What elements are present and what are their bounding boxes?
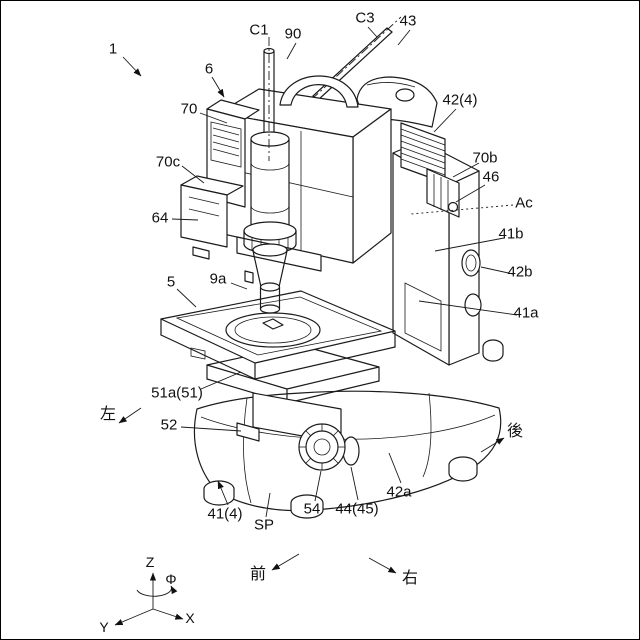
leader-64 xyxy=(171,218,199,221)
ref-label-C1: C1 xyxy=(249,21,269,39)
coordinate-axes xyxy=(114,572,184,626)
ref-label-90: 90 xyxy=(284,25,302,43)
arrow-left xyxy=(118,407,142,424)
ref-label-44-45: 44(45) xyxy=(335,500,379,518)
leader-41b xyxy=(434,237,505,252)
leader-Ac xyxy=(410,204,514,215)
module-70c-64 xyxy=(180,175,244,260)
carry-handle xyxy=(279,75,359,108)
leader-54 xyxy=(314,470,322,502)
ref-label-46: 46 xyxy=(482,168,500,186)
axis-label-x: X xyxy=(185,610,195,626)
leader-70c xyxy=(181,165,205,184)
leader-52 xyxy=(180,426,242,432)
leader-41-4 xyxy=(217,480,229,506)
ref-label-42-4: 42(4) xyxy=(442,91,478,109)
rollers-42b xyxy=(461,249,482,317)
leader-9a xyxy=(230,282,248,290)
axis-label-z: Z xyxy=(145,554,155,570)
ref-label-70: 70 xyxy=(180,100,198,118)
axis-y-arrow xyxy=(114,608,154,626)
ref-label-1: 1 xyxy=(108,40,118,58)
direction-label-front: 前 xyxy=(249,566,267,583)
leader-lines xyxy=(122,26,518,518)
ref-label-70c: 70c xyxy=(155,153,181,171)
ref-label-43: 43 xyxy=(399,12,417,30)
ref-label-6: 6 xyxy=(204,60,214,78)
arrow-rear xyxy=(480,437,505,453)
ref-label-Ac: Ac xyxy=(515,194,533,212)
clamp-9a xyxy=(244,270,254,284)
ref-label-41b: 41b xyxy=(498,225,524,243)
axis-label-phi: Φ xyxy=(165,571,177,587)
axis-x-arrow xyxy=(152,608,184,620)
ref-label-SP: SP xyxy=(253,516,275,534)
spindle-assembly xyxy=(243,37,297,314)
stage-insert xyxy=(262,318,284,330)
ref-label-51a-51: 51a(51) xyxy=(151,384,203,402)
leader-41a xyxy=(418,300,518,316)
leader-90 xyxy=(286,42,297,60)
leader-42b xyxy=(480,266,514,275)
ref-label-41a: 41a xyxy=(513,304,539,322)
ref-label-42a: 42a xyxy=(386,483,412,501)
ref-label-70b: 70b xyxy=(472,149,498,167)
direction-label-right: 右 xyxy=(401,570,419,587)
direction-arrows xyxy=(118,407,505,574)
arrow-front xyxy=(271,553,300,571)
foot-right xyxy=(448,456,478,482)
panel-41a xyxy=(404,282,442,352)
objective-tip xyxy=(259,304,281,314)
knob-assembly xyxy=(298,423,360,471)
ref-label-5: 5 xyxy=(166,273,176,291)
leader-70b xyxy=(452,162,480,178)
axis-label-y: Y xyxy=(99,619,109,635)
stage-clamp-51a xyxy=(190,347,206,360)
leader-43 xyxy=(397,29,411,46)
leader-42 xyxy=(433,108,457,133)
leader-1 xyxy=(122,56,142,77)
foot-left xyxy=(203,480,235,506)
direction-label-left: 左 xyxy=(99,406,117,423)
ref-label-52: 52 xyxy=(160,416,178,434)
ref-label-64: 64 xyxy=(151,209,169,227)
direction-label-rear: 後 xyxy=(506,423,524,440)
stage-5 xyxy=(160,290,396,380)
ref-label-42b: 42b xyxy=(507,263,533,281)
leader-5 xyxy=(176,288,197,308)
leader-70 xyxy=(199,112,228,124)
leader-46 xyxy=(455,184,486,203)
foot-rear xyxy=(482,339,504,362)
axis-phi-arrow xyxy=(136,585,178,597)
leader-C3 xyxy=(367,26,378,38)
knob-shaft-44 xyxy=(342,436,360,466)
leader-6 xyxy=(211,76,225,98)
leader-44-45 xyxy=(350,466,359,501)
ref-label-41-4: 41(4) xyxy=(207,505,243,523)
ref-label-9a: 9a xyxy=(209,270,227,288)
leader-42a xyxy=(388,452,402,484)
arrow-right xyxy=(368,557,397,574)
leader-SP xyxy=(265,492,271,518)
stage-opening xyxy=(225,312,321,348)
support-column xyxy=(392,122,482,366)
c3-axis-line xyxy=(298,16,402,112)
objective-cone xyxy=(259,282,281,292)
ref-label-54: 54 xyxy=(303,500,321,518)
bolt-46 xyxy=(447,201,459,213)
leader-51a xyxy=(200,371,242,390)
ref-label-C3: C3 xyxy=(355,9,375,27)
